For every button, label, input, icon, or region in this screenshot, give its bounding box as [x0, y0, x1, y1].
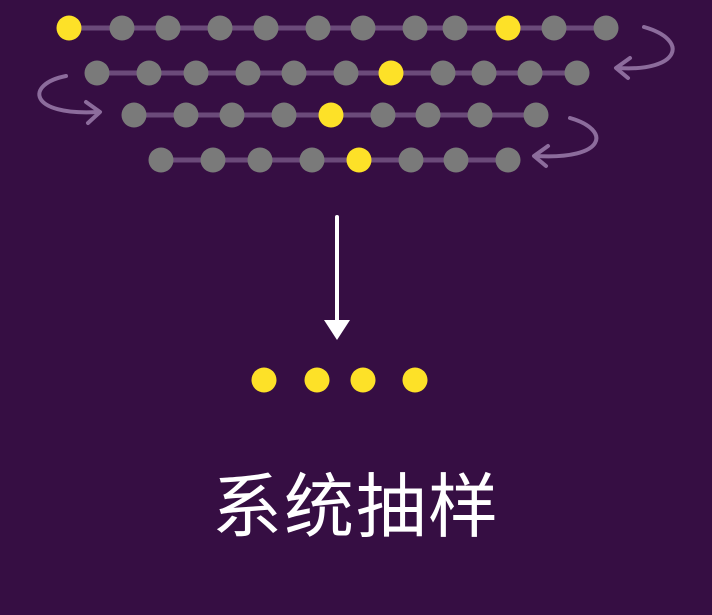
- population-dot: [235, 60, 261, 86]
- population-dot: [219, 102, 245, 128]
- curved-arrow-left-head-icon: [614, 56, 632, 80]
- population-dot: [173, 102, 199, 128]
- population-row: [56, 15, 619, 41]
- sample-dot: [251, 367, 277, 393]
- population-dot: [121, 102, 147, 128]
- population-dot: [155, 15, 181, 41]
- population-dot: [593, 15, 619, 41]
- turn-arrows: [37, 25, 675, 168]
- population-dot: [136, 60, 162, 86]
- curved-arrow-left-icon: [616, 25, 675, 71]
- population-row: [121, 102, 549, 128]
- selected-dot: [495, 15, 521, 41]
- population-dot: [443, 147, 469, 173]
- sample-dot: [350, 367, 376, 393]
- population-dot: [398, 147, 424, 173]
- population-dot: [467, 102, 493, 128]
- population-dot: [253, 15, 279, 41]
- curved-arrow-right-head-icon: [84, 100, 102, 125]
- selected-dot: [318, 102, 344, 128]
- population-dot: [541, 15, 567, 41]
- selected-dot: [56, 15, 82, 41]
- population-dot: [350, 15, 376, 41]
- population-dot: [200, 147, 226, 173]
- population-dot: [271, 102, 297, 128]
- population-dot: [471, 60, 497, 86]
- selected-dot: [378, 60, 404, 86]
- down-arrow-icon: [324, 215, 350, 340]
- population-dot: [148, 147, 174, 173]
- population-rows: [56, 15, 619, 173]
- curved-arrow-right-icon: [37, 74, 100, 115]
- population-dot: [517, 60, 543, 86]
- population-dot: [109, 15, 135, 41]
- sample-dots: [251, 367, 428, 393]
- population-dot: [430, 60, 456, 86]
- population-dot: [84, 60, 110, 86]
- population-dot: [333, 60, 359, 86]
- population-dot: [523, 102, 549, 128]
- population-dot: [207, 15, 233, 41]
- population-dot: [247, 147, 273, 173]
- sample-dot: [304, 367, 330, 393]
- population-row: [84, 60, 590, 86]
- curved-arrow-left-icon: [534, 116, 599, 159]
- population-dot: [495, 147, 521, 173]
- population-row: [148, 147, 521, 173]
- population-dot: [299, 147, 325, 173]
- selected-dot: [346, 147, 372, 173]
- diagram-title: 系统抽样: [212, 466, 500, 548]
- population-dot: [564, 60, 590, 86]
- population-dot: [305, 15, 331, 41]
- sample-dot: [402, 367, 428, 393]
- population-dot: [183, 60, 209, 86]
- curved-arrow-left-head-icon: [532, 144, 550, 168]
- population-dot: [370, 102, 396, 128]
- population-dot: [442, 15, 468, 41]
- population-dot: [281, 60, 307, 86]
- population-dot: [415, 102, 441, 128]
- population-dot: [402, 15, 428, 41]
